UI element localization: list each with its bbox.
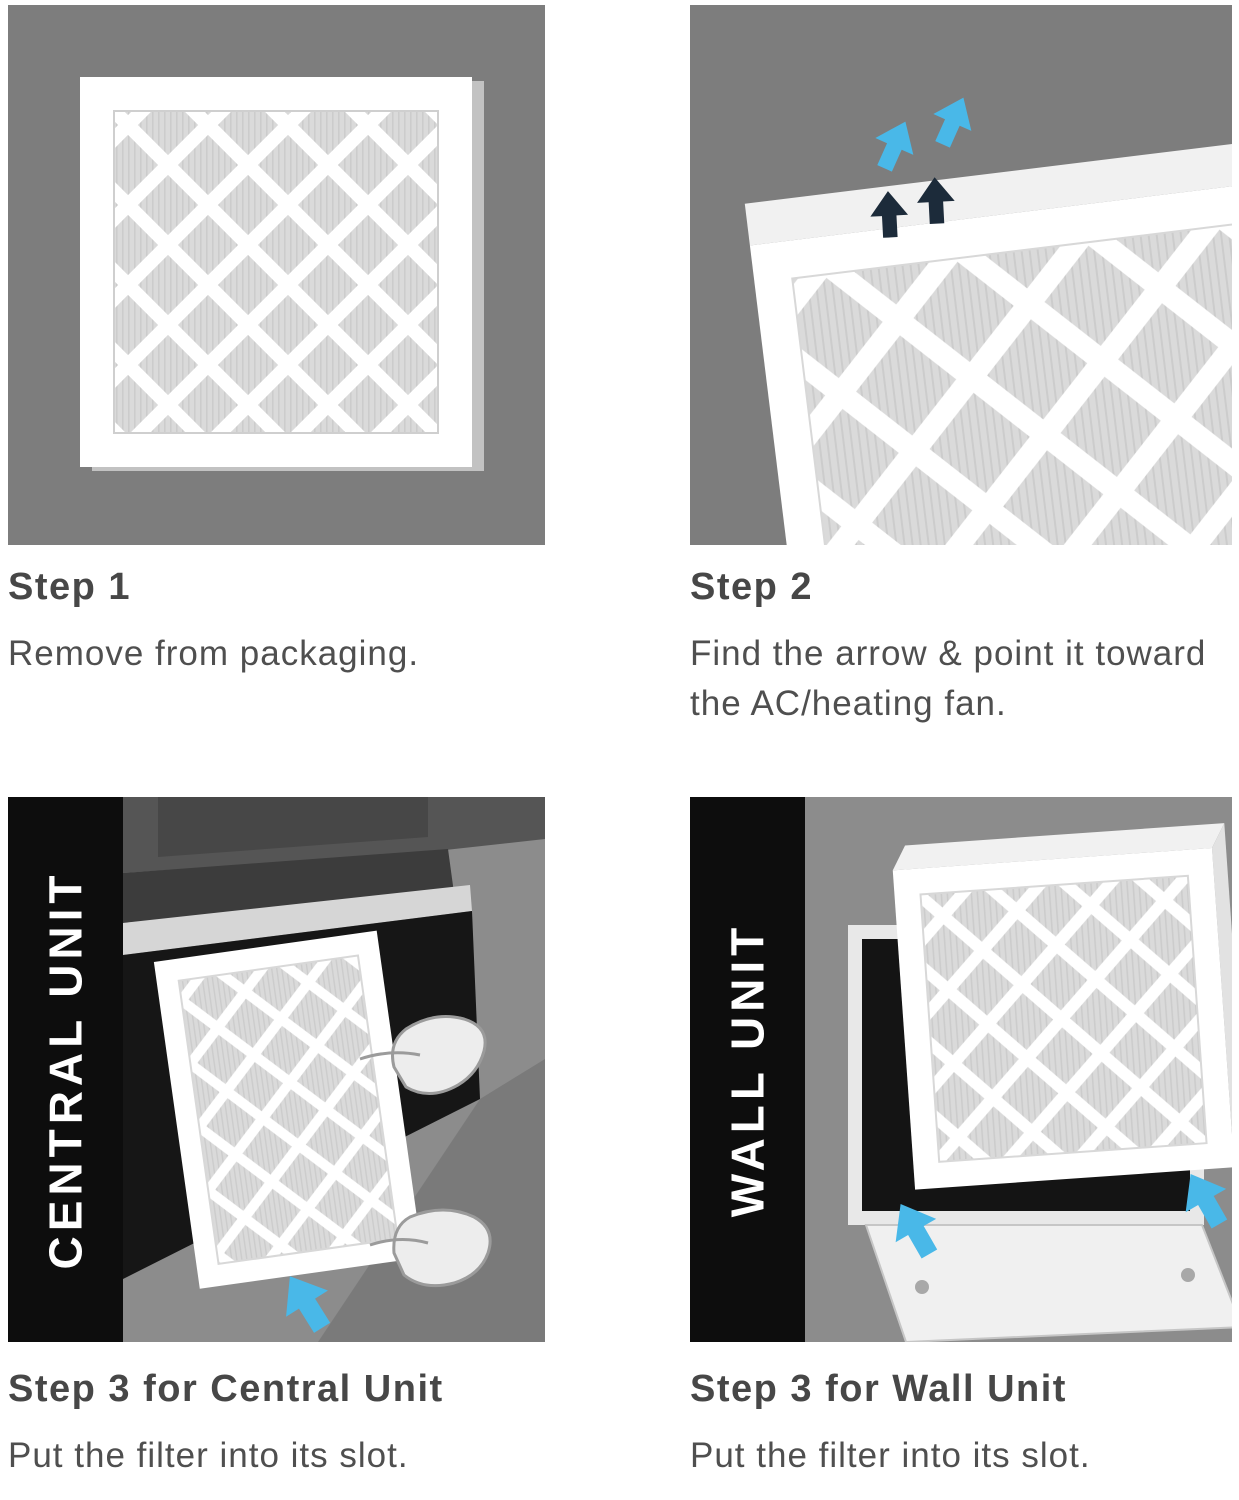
step1-caption-block: Step 1 Remove from packaging.: [8, 566, 608, 679]
airflow-direction-arrows-icon: [875, 97, 972, 172]
wall-unit-band: WALL UNIT: [690, 797, 805, 1342]
step3-central-caption: Put the filter into its slot.: [8, 1436, 409, 1475]
step3-central-title: Step 3 for Central Unit: [8, 1368, 444, 1410]
central-unit-graphic: [8, 797, 545, 1342]
filter-front-graphic: [8, 5, 545, 545]
hands: [359, 1015, 492, 1288]
step2-caption: Find the arrow & point it toward the AC/…: [690, 634, 1207, 723]
step1-title: Step 1: [8, 566, 132, 608]
air-filter-above-vent: [892, 823, 1232, 1190]
insert-direction-arrow-icon: [286, 1276, 331, 1333]
wall-unit-label: WALL UNIT: [721, 922, 774, 1217]
step3-wall-title: Step 3 for Wall Unit: [690, 1368, 1067, 1410]
air-filter-inserting: [153, 930, 423, 1289]
wall-unit-graphic: [690, 797, 1232, 1342]
printed-airflow-arrows-icon: [870, 177, 955, 238]
step1-illustration: [8, 5, 545, 545]
screw-hole: [1181, 1268, 1195, 1282]
air-filter-flat: [80, 77, 484, 471]
insert-direction-arrows-icon: [895, 1174, 1228, 1259]
air-filter-tilted: [744, 134, 1232, 545]
screw-hole: [915, 1280, 929, 1294]
slot-lip: [123, 885, 472, 955]
step3-wall-caption-block: Step 3 for Wall Unit Put the filter into…: [690, 1368, 1239, 1481]
step1-caption: Remove from packaging.: [8, 634, 420, 673]
filter-tilted-graphic: [690, 5, 1232, 545]
step3-wall-caption: Put the filter into its slot.: [690, 1436, 1091, 1475]
step2-caption-block: Step 2 Find the arrow & point it toward …: [690, 566, 1239, 728]
step3-central-caption-block: Step 3 for Central Unit Put the filter i…: [8, 1368, 628, 1481]
central-unit-scene: [123, 797, 545, 1342]
central-unit-label: CENTRAL UNIT: [39, 869, 92, 1270]
step2-title: Step 2: [690, 566, 814, 608]
step3-wall-illustration: WALL UNIT: [690, 797, 1232, 1342]
step3-central-illustration: CENTRAL UNIT: [8, 797, 545, 1342]
vent-door-flap: [864, 1224, 1232, 1342]
wall-unit-scene: [805, 797, 1232, 1342]
central-unit-band: CENTRAL UNIT: [8, 797, 123, 1342]
step2-illustration: [690, 5, 1232, 545]
